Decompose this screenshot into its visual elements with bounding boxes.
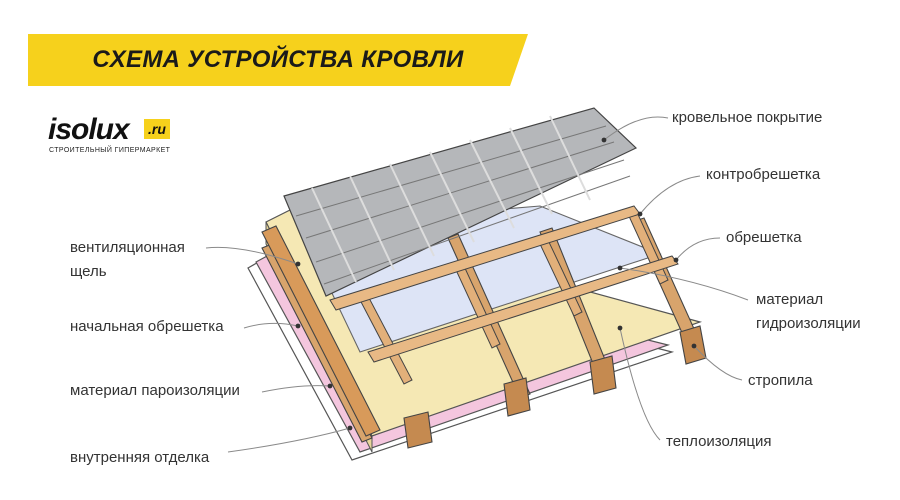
isolux-logo: isolux .ru строительный гипермаркет [48, 113, 188, 158]
label-roof-covering: кровельное покрытие [672, 109, 823, 126]
leader-counter-batten [639, 175, 701, 215]
label-rafters: стропила [748, 372, 813, 389]
leader-interior-finish [227, 427, 351, 453]
leader-vapor-barrier [261, 385, 331, 393]
leader-rafters [693, 345, 743, 381]
page-title: СХЕМА УСТРОЙСТВА КРОВЛИ [92, 46, 464, 73]
tile-row [305, 141, 615, 239]
label-waterproofing-line1: материал [756, 291, 824, 308]
leader-roof-covering [603, 116, 669, 141]
logo-domain: .ru [144, 119, 170, 139]
logo-name: isolux [48, 113, 130, 146]
leader-lines-left [205, 246, 353, 453]
rafter-end [503, 377, 531, 417]
leader-initial-batten [243, 322, 299, 329]
logo-tagline: строительный гипермаркет [49, 147, 171, 154]
label-ventilation-gap-line1: вентиляционная [70, 239, 185, 256]
label-counter-batten: контробрешетка [706, 166, 821, 183]
tile-row [295, 125, 607, 217]
label-initial-batten: начальная обрешетка [70, 318, 224, 335]
tile-wave [429, 151, 475, 243]
title-banner: СХЕМА УСТРОЙСТВА КРОВЛИ [28, 34, 528, 86]
tile-wave [389, 163, 435, 257]
tile-row [315, 159, 625, 263]
battens-group [329, 205, 679, 363]
rafter-end [403, 411, 433, 449]
label-ventilation-gap: вентиляционная щель [70, 236, 185, 284]
title-banner-shape [28, 34, 528, 86]
label-waterproofing-line2: гидроизоляции [756, 315, 861, 332]
label-batten: обрешетка [726, 229, 802, 246]
tile-wave [549, 115, 591, 201]
leader-batten [675, 237, 721, 261]
leader-lines-right [601, 116, 749, 441]
rafter-end [589, 355, 617, 395]
tile-wave [311, 187, 357, 283]
leader-waterproofing [619, 267, 749, 301]
leader-insulation [619, 327, 661, 441]
leader-ventilation-gap [205, 246, 299, 265]
roof-covering-group [283, 107, 638, 297]
tile-wave [349, 175, 395, 271]
label-insulation: теплоизоляция [666, 433, 772, 450]
label-ventilation-gap-line2: щель [70, 263, 107, 280]
metal-tile-sheet [283, 107, 638, 297]
tile-row [323, 175, 631, 285]
starting-batten [261, 225, 381, 437]
label-vapor-barrier: материал пароизоляции [70, 382, 240, 399]
label-interior-finish: внутренняя отделка [70, 449, 210, 466]
tile-wave [509, 127, 553, 215]
batten [367, 255, 679, 363]
tile-wave [469, 139, 515, 229]
label-waterproofing: материал гидроизоляции [756, 288, 861, 336]
